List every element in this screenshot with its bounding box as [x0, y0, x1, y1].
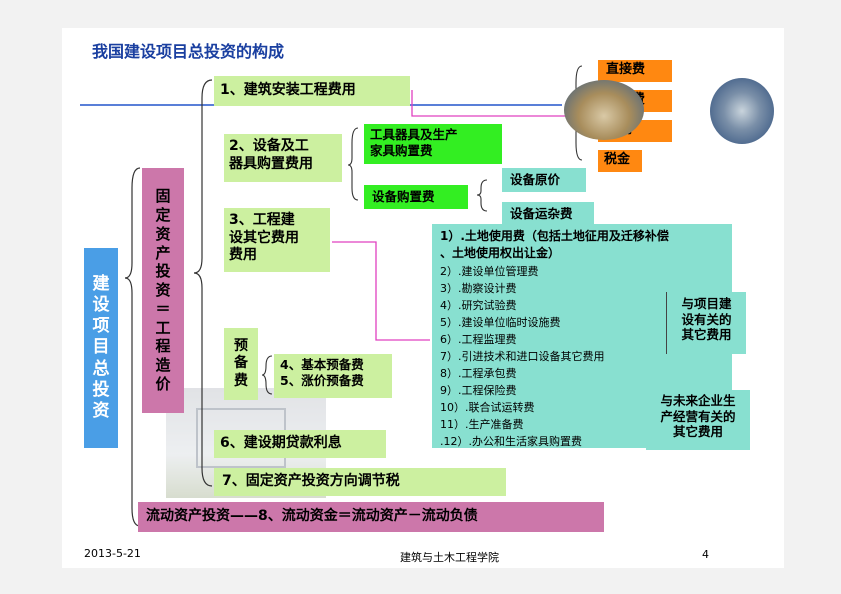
other-cost-item: 5）.建设单位临时设施费: [440, 315, 561, 329]
fixed-char: 程: [155, 337, 171, 356]
item-loan-interest: 6、建设期贷款利息: [214, 430, 386, 458]
land-fee-line: 、土地使用权出让金）: [440, 246, 561, 261]
reserve-fund-box: 预 备 费: [224, 328, 258, 400]
item2-line: 器具购置费用: [229, 155, 313, 172]
current-assets-box: 流动资产投资——8、流动资金＝流动资产－流动负债: [138, 502, 604, 532]
group2-line: 产经营有关的: [660, 408, 736, 424]
other-cost-item: 3）.勘察设计费: [440, 281, 517, 295]
slide-title: 我国建设项目总投资的构成: [92, 42, 285, 61]
reserve-basic: 4、基本预备费: [280, 357, 364, 372]
other-cost-item: 2）.建设单位管理费: [440, 264, 539, 278]
equipment-original-price-box: 设备原价: [502, 168, 586, 192]
enterprise-related-costs-label: 与未来企业生 产经营有关的 其它费用: [646, 390, 750, 450]
equipment-transport-box: 设备运杂费: [502, 202, 594, 226]
fixed-char: 投: [155, 262, 171, 281]
fixed-char: 固: [155, 187, 171, 206]
fixed-char: 产: [155, 243, 171, 262]
tools-line: 工具器具及生产: [370, 127, 458, 142]
family-photo: [710, 78, 774, 144]
item-investment-tax: 7、固定资产投资方向调节税: [214, 468, 506, 496]
install-cost-tax: 税金: [598, 150, 642, 172]
reserve-char: 费: [234, 372, 248, 389]
item-equipment-tools: 2、设备及工 器具购置费用: [224, 134, 342, 182]
fixed-char: 工: [155, 318, 171, 337]
root-total-investment-box: 建 设 项 目 总 投 资: [84, 248, 118, 448]
group2-line: 与未来企业生: [660, 393, 736, 408]
reserve-char: 备: [234, 355, 248, 372]
item-construction-install: 1、建筑安装工程费用: [214, 76, 410, 106]
item3-line: 设其它费用: [229, 229, 299, 246]
fixed-char: 资: [155, 224, 171, 243]
reserve-price: 5、涨价预备费: [280, 372, 364, 388]
slide: 我国建设项目总投资的构成 建 设 项 目 总 投 资 固 定 资 产 投 资 ＝…: [62, 28, 784, 568]
equipment-purchase-box: 设备购置费: [364, 185, 468, 209]
house-photo: [564, 80, 644, 140]
other-cost-item: 7）.引进技术和进口设备其它费用: [440, 350, 605, 364]
root-char: 投: [92, 379, 110, 400]
group1-line: 与项目建: [681, 296, 732, 311]
reserve-char: 预: [234, 337, 248, 354]
fixed-assets-box: 固 定 资 产 投 资 ＝ 工 程 造 价: [142, 168, 184, 413]
item3-line: 费用: [229, 247, 257, 263]
footer-date: 2013-5-21: [84, 547, 141, 560]
root-char: 总: [92, 358, 110, 379]
fixed-char: ＝: [155, 299, 171, 318]
other-cost-item: 6）.工程监理费: [440, 332, 517, 346]
other-cost-item: .12）.办公和生活家具购置费: [440, 435, 582, 449]
reserve-detail-box: 4、基本预备费 5、涨价预备费: [274, 354, 392, 398]
other-cost-item: 9）.工程保险费: [440, 384, 517, 398]
group2-line: 其它费用: [672, 424, 723, 440]
other-cost-item: 11）.生产准备费: [440, 418, 524, 432]
tools-line: 家具购置费: [370, 142, 433, 158]
land-fee-line: 1）.土地使用费（包括土地征用及迁移补偿: [440, 229, 669, 243]
tools-furniture-box: 工具器具及生产 家具购置费: [364, 124, 502, 164]
footer-organization: 建筑与土木工程学院: [400, 551, 499, 564]
item-other-costs: 3、工程建 设其它费用 费用: [224, 208, 330, 272]
fixed-char: 造: [155, 356, 171, 375]
other-cost-item: 4）.研究试验费: [440, 298, 517, 312]
root-char: 目: [92, 337, 110, 358]
item2-line: 2、设备及工: [229, 138, 309, 154]
root-char: 设: [92, 294, 110, 315]
other-cost-item: 8）.工程承包费: [440, 367, 517, 381]
other-cost-item: 10）.联合试运转费: [440, 401, 535, 415]
root-char: 项: [92, 316, 110, 337]
project-related-costs-label: 与项目建 设有关的 其它费用: [666, 292, 746, 354]
fixed-char: 定: [155, 206, 171, 225]
item3-line: 3、工程建: [229, 212, 295, 228]
group1-line: 设有关的: [681, 311, 732, 327]
fixed-char: 价: [155, 374, 171, 393]
footer-page-number: 4: [702, 548, 709, 561]
fixed-char: 资: [155, 281, 171, 300]
root-char: 建: [92, 273, 110, 294]
install-cost-direct: 直接费: [598, 60, 672, 82]
group1-line: 其它费用: [681, 327, 732, 343]
root-char: 资: [92, 401, 110, 422]
